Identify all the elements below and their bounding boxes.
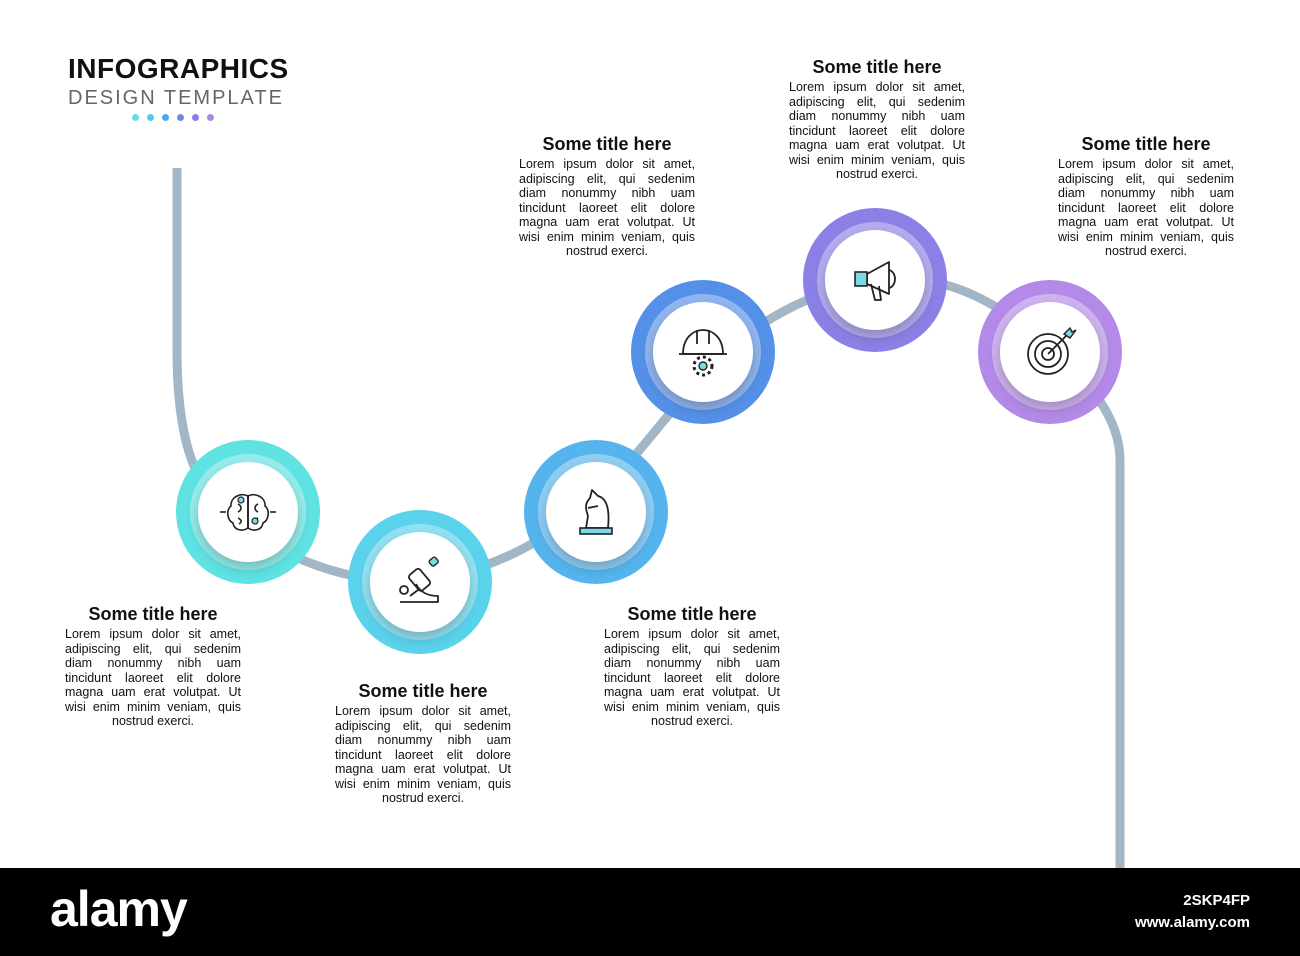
chess-knight-icon	[579, 489, 613, 535]
step-6-node	[978, 280, 1122, 424]
page-subtitle: DESIGN TEMPLATE	[68, 87, 284, 109]
step-1-title: Some title here	[88, 604, 218, 624]
step-2-disc	[370, 532, 470, 632]
step-6-title: Some title here	[1081, 134, 1211, 154]
header-dot	[192, 114, 199, 121]
step-6-text: Some title here Lorem ipsum dolor sit am…	[1058, 133, 1234, 259]
step-3-text: Some title here Lorem ipsum dolor sit am…	[604, 603, 780, 729]
footer-bar: alamy 2SKP4FP www.alamy.com	[0, 868, 1300, 956]
brain-icon	[220, 493, 276, 531]
step-5-body: Lorem ipsum dolor sit amet, adipiscing e…	[789, 80, 965, 181]
step-5-node	[803, 208, 947, 352]
header-dot	[132, 114, 139, 121]
brand-logo: alamy	[50, 881, 188, 937]
step-4-node	[631, 280, 775, 424]
step-1-body: Lorem ipsum dolor sit amet, adipiscing e…	[65, 627, 241, 728]
step-3-body: Lorem ipsum dolor sit amet, adipiscing e…	[604, 627, 780, 728]
helmet-gear-icon	[679, 329, 727, 377]
step-2-node	[348, 510, 492, 654]
step-5-title: Some title here	[812, 57, 942, 77]
header: INFOGRAPHICS DESIGN TEMPLATE	[68, 52, 298, 110]
timeline-diagram	[172, 168, 1125, 868]
step-2-body: Lorem ipsum dolor sit amet, adipiscing e…	[335, 704, 511, 805]
step-3-title: Some title here	[627, 604, 757, 624]
header-dot	[147, 114, 154, 121]
target-arrow-icon	[1027, 326, 1077, 375]
header-dot	[162, 114, 169, 121]
page-title: INFOGRAPHICS	[68, 53, 289, 84]
header-dot	[177, 114, 184, 121]
step-4-text: Some title here Lorem ipsum dolor sit am…	[519, 133, 695, 259]
step-4-body: Lorem ipsum dolor sit amet, adipiscing e…	[519, 157, 695, 258]
site-url: www.alamy.com	[1134, 914, 1250, 931]
image-code: 2SKP4FP	[1183, 892, 1250, 909]
decorative-dots	[132, 114, 214, 121]
step-2-text: Some title here Lorem ipsum dolor sit am…	[335, 680, 511, 806]
step-4-disc	[653, 302, 753, 402]
megaphone-icon	[854, 261, 896, 301]
microscope-icon	[399, 556, 439, 603]
step-2-title: Some title here	[358, 681, 488, 701]
header-dot	[207, 114, 214, 121]
step-5-disc	[825, 230, 925, 330]
step-1-text: Some title here Lorem ipsum dolor sit am…	[65, 603, 241, 729]
step-1-node	[176, 440, 320, 584]
step-6-body: Lorem ipsum dolor sit amet, adipiscing e…	[1058, 157, 1234, 258]
step-3-node	[524, 440, 668, 584]
step-3-disc	[546, 462, 646, 562]
step-4-title: Some title here	[542, 134, 672, 154]
step-5-text: Some title here Lorem ipsum dolor sit am…	[789, 56, 965, 182]
